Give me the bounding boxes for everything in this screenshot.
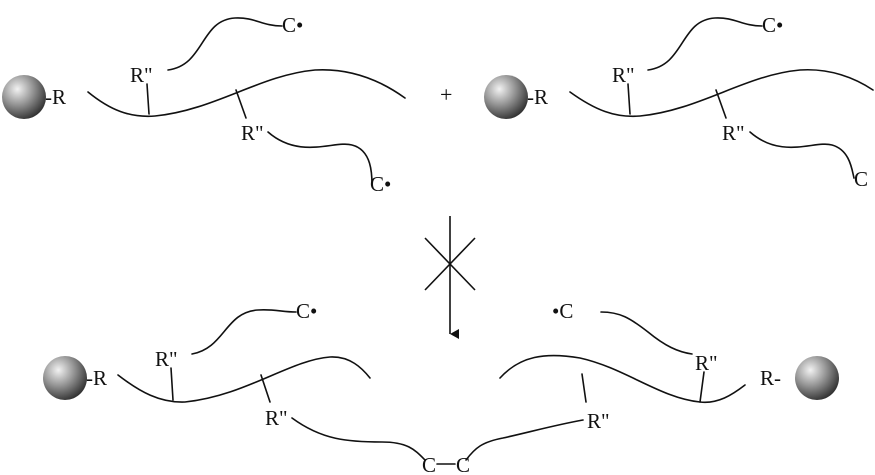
branch-bond bbox=[260, 374, 271, 403]
radical-arm bbox=[167, 17, 283, 71]
radical-arm bbox=[267, 131, 373, 186]
anchor-label: R- bbox=[760, 366, 781, 390]
radical-end-label: C• bbox=[282, 13, 303, 37]
gray-sphere-icon bbox=[795, 356, 839, 400]
polymer-backbone bbox=[569, 68, 874, 118]
branch-bond bbox=[699, 371, 705, 403]
gray-sphere-icon bbox=[43, 356, 87, 400]
radical-arm bbox=[600, 311, 693, 355]
branch-label: R" bbox=[587, 409, 610, 433]
radical-end-label: C• bbox=[762, 13, 783, 37]
crossed-down-arrow-icon bbox=[424, 216, 476, 339]
radical-end-label: C• bbox=[370, 172, 391, 196]
polymer-backbone bbox=[117, 356, 371, 403]
branch-label: R" bbox=[155, 347, 178, 371]
bottom-left-particle-group: -R R" C• R" bbox=[43, 299, 426, 461]
radical-start-label: •C bbox=[552, 299, 573, 323]
branch-bond bbox=[627, 83, 631, 115]
radical-cut-label: C bbox=[854, 167, 868, 191]
branch-label: R" bbox=[241, 121, 264, 145]
coupled-left-carbon: C bbox=[422, 453, 436, 475]
branch-bond bbox=[715, 89, 727, 119]
coupled-carbon-bond: C C bbox=[422, 453, 470, 475]
polymer-backbone bbox=[499, 354, 746, 404]
bottom-right-particle-group: R" •C R" R- bbox=[465, 299, 839, 461]
anchor-label: -R bbox=[45, 85, 66, 109]
anchor-label: -R bbox=[86, 366, 107, 390]
coupling-arm bbox=[465, 419, 584, 461]
branch-bond bbox=[581, 373, 587, 403]
branch-label: R" bbox=[612, 63, 635, 87]
top-left-particle-group: -R R" C• R" C• bbox=[2, 13, 406, 196]
gray-sphere-icon bbox=[2, 75, 46, 119]
branch-label: R" bbox=[722, 121, 745, 145]
cross-stroke bbox=[424, 237, 476, 291]
branch-label: R" bbox=[265, 406, 288, 430]
radical-arm bbox=[647, 17, 763, 71]
gray-sphere-icon bbox=[484, 75, 528, 119]
coupling-arm bbox=[291, 417, 426, 461]
polymer-backbone bbox=[87, 69, 406, 118]
plus-sign: + bbox=[440, 82, 452, 107]
radical-end-label: C• bbox=[296, 299, 317, 323]
anchor-label: -R bbox=[527, 85, 548, 109]
branch-bond bbox=[235, 89, 247, 119]
branch-label: R" bbox=[130, 63, 153, 87]
branch-label: R" bbox=[695, 351, 718, 375]
branch-bond bbox=[146, 83, 150, 115]
top-right-particle-group: -R R" C• R" C bbox=[484, 13, 874, 191]
branch-bond bbox=[170, 367, 174, 401]
radical-arm bbox=[191, 308, 297, 355]
radical-arm bbox=[749, 131, 855, 179]
